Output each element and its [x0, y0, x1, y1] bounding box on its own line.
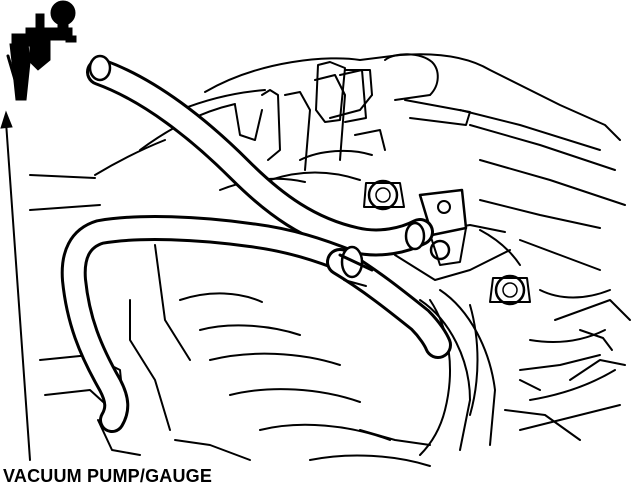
bolt-lower-center — [429, 239, 451, 261]
branch-hose-fill — [329, 251, 449, 356]
tee-hose-fill — [63, 218, 360, 430]
leader-arrow-icon — [0, 110, 31, 461]
main-hose-fill — [89, 61, 431, 254]
bolt-upper — [363, 179, 405, 211]
bolt-right — [489, 274, 531, 306]
vacuum-hoses — [60, 54, 452, 433]
bolts — [363, 179, 531, 306]
engine-background — [29, 53, 631, 467]
hose-clamp — [338, 245, 374, 287]
vacuum-pump-gauge-icon — [6, 0, 77, 101]
vacuum-pump-gauge-label: VACUUM PUMP/GAUGE — [3, 466, 213, 486]
